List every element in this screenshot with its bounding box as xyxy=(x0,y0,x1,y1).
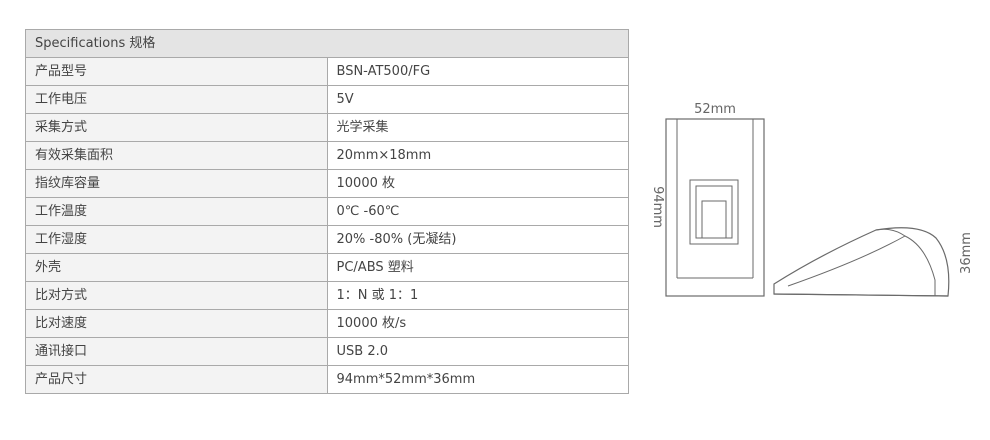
spec-label: 工作温度 xyxy=(25,197,328,226)
spec-value: 1：N 或 1：1 xyxy=(326,281,629,310)
spec-label: 产品型号 xyxy=(25,57,328,86)
spec-label: 比对速度 xyxy=(25,309,328,338)
spec-label: 比对方式 xyxy=(25,281,328,310)
spec-value: PC/ABS 塑料 xyxy=(326,253,629,282)
spec-value: 94mm*52mm*36mm xyxy=(326,365,629,394)
spec-value: 0℃ -60℃ xyxy=(326,197,629,226)
spec-label: 工作电压 xyxy=(25,85,328,114)
spec-value: 20% -80% (无凝结) xyxy=(326,225,629,254)
height-dimension-label: 36mm xyxy=(959,232,974,274)
table-header: Specifications 规格 xyxy=(25,29,629,58)
spec-label: 产品尺寸 xyxy=(25,365,328,394)
spec-label: 外壳 xyxy=(25,253,328,282)
side-view-top-edge xyxy=(875,228,906,237)
length-dimension-label: 94mm xyxy=(650,186,665,228)
sensor-glass xyxy=(701,200,727,239)
spec-value: 5V xyxy=(326,85,629,114)
spec-value: USB 2.0 xyxy=(326,337,629,366)
side-view-base xyxy=(773,293,949,297)
sensor-window xyxy=(689,179,739,245)
product-dimension-drawing: 52mm 94mm 36mm xyxy=(650,102,974,297)
table-header-row: Specifications 规格 xyxy=(25,29,629,58)
table-row: 采集方式光学采集 xyxy=(25,113,629,142)
spec-value: 10000 枚/s xyxy=(326,309,629,338)
spec-label: 指纹库容量 xyxy=(25,169,328,198)
spec-label: 采集方式 xyxy=(25,113,328,142)
side-view-inner-curve xyxy=(787,235,936,296)
spec-value: BSN-AT500/FG xyxy=(326,57,629,86)
spec-value: 光学采集 xyxy=(326,113,629,142)
spec-label: 有效采集面积 xyxy=(25,141,328,170)
spec-value: 20mm×18mm xyxy=(326,141,629,170)
spec-label: 工作湿度 xyxy=(25,225,328,254)
side-view-outline xyxy=(773,227,950,297)
spec-label: 通讯接口 xyxy=(25,337,328,366)
sensor-frame xyxy=(695,185,733,239)
width-dimension-label: 52mm xyxy=(694,102,736,117)
spec-value: 10000 枚 xyxy=(326,169,629,198)
top-view-outline xyxy=(665,118,765,297)
